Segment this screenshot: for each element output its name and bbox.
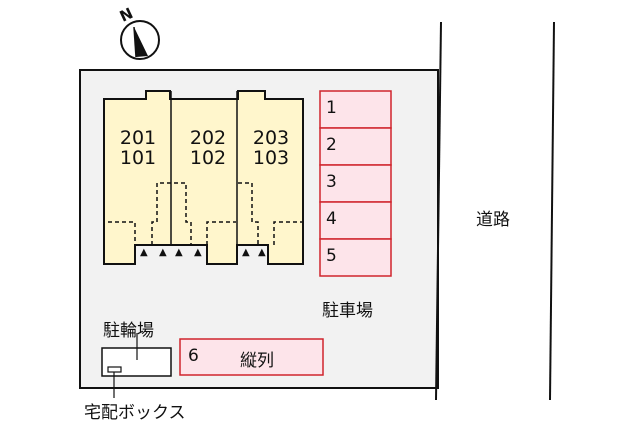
entrance-marker-icon: ▲	[175, 247, 183, 258]
unit-label-202: 202	[189, 127, 227, 149]
bicycle-parking-label: 駐輪場	[103, 321, 154, 341]
entrance-marker-icon: ▲	[242, 247, 250, 258]
parking-space-1: 1	[326, 98, 337, 118]
parking-area-label: 駐車場	[322, 301, 373, 321]
delivery-box-label: 宅配ボックス	[84, 403, 186, 423]
entrance-marker-icon: ▲	[140, 247, 148, 258]
parking-space-3: 3	[326, 172, 337, 192]
unit-label-201: 201	[119, 127, 157, 149]
parking-space-2: 2	[326, 135, 337, 155]
unit-label-102: 102	[189, 147, 227, 169]
unit-label-103: 103	[252, 147, 290, 169]
entrance-marker-icon: ▲	[194, 247, 202, 258]
parking-tandem-note: 縦列	[240, 351, 274, 371]
parking-space-6: 6	[188, 346, 199, 366]
road-label: 道路	[476, 210, 510, 230]
parking-space-5: 5	[326, 246, 337, 266]
unit-label-101: 101	[119, 147, 157, 169]
entrance-marker-icon: ▲	[159, 247, 167, 258]
parking-space-4: 4	[326, 209, 337, 229]
unit-label-203: 203	[252, 127, 290, 149]
entrance-marker-icon: ▲	[258, 247, 266, 258]
